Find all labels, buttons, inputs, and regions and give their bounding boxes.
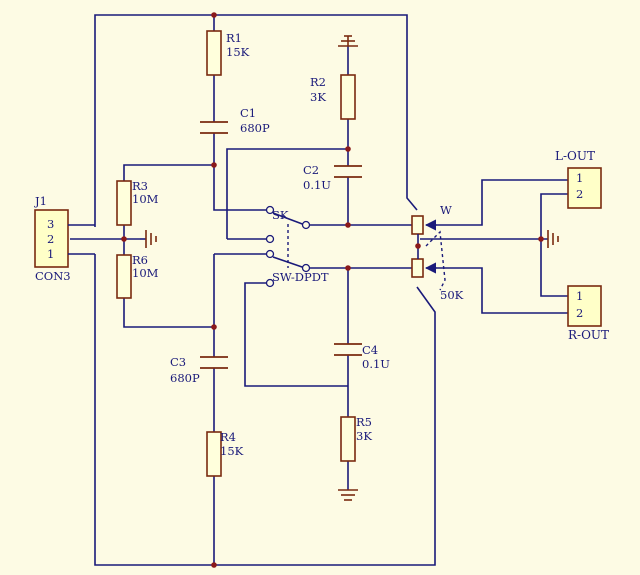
- resistor-r6-body: [116, 254, 132, 299]
- wire-sk-pole1: [226, 148, 348, 239]
- wire-sk-pole2: [244, 282, 348, 387]
- junction-r3-r6: [121, 236, 127, 242]
- resistor-r4-body: [206, 431, 222, 477]
- switch-sk-common-2: [301, 263, 311, 273]
- wire-lout-pin2: [540, 193, 568, 297]
- r-out-ref: R-OUT: [568, 328, 609, 342]
- r5-ref: R5: [356, 415, 372, 429]
- wire-pot-wiper-lout: [437, 179, 568, 226]
- junction-top-r1: [211, 12, 217, 18]
- wire-r3-top: [123, 164, 214, 181]
- w-ref: W: [440, 203, 452, 217]
- j1-ref: J1: [34, 194, 47, 208]
- j1-value: CON3: [35, 269, 71, 283]
- sk-value: SW-DPDT: [272, 270, 329, 284]
- connector-j1: J1 3 2 1 CON3: [34, 194, 95, 283]
- j1-pin2: 2: [47, 232, 54, 246]
- ground-symbol-j1: [145, 230, 157, 248]
- r1-value: 15K: [226, 45, 250, 59]
- wire-bottom-rail: [94, 254, 436, 566]
- ground-symbol-r5: [338, 489, 358, 501]
- r-out-pin2: 2: [576, 306, 583, 320]
- j1-pin1: 1: [47, 247, 54, 261]
- r4-ref: R4: [220, 430, 236, 444]
- ground-symbol-output: [547, 230, 559, 248]
- r6-value: 10M: [132, 266, 159, 280]
- c2-value: 0.1U: [303, 178, 331, 192]
- junction-c1: [211, 162, 217, 168]
- r2-value: 3K: [310, 90, 326, 104]
- capacitor-c4: C4 0.1U: [334, 343, 390, 371]
- resistor-r3-body: [116, 180, 132, 226]
- wire-r6-bottom: [123, 298, 214, 328]
- wire-top-rail: [94, 14, 418, 227]
- resistor-r3: R3 10M: [116, 179, 159, 226]
- l-out-pin1: 1: [576, 171, 583, 185]
- junction-ground-bus: [538, 236, 544, 242]
- resistor-r2: R2 3K: [310, 74, 356, 120]
- ground-symbol-r2: [338, 35, 358, 47]
- r1-ref: R1: [226, 31, 242, 45]
- j1-pin3: 3: [47, 217, 54, 231]
- c3-value: 680P: [170, 371, 200, 385]
- r4-value: 15K: [220, 444, 244, 458]
- junction-c2: [345, 146, 351, 152]
- w-value: 50K: [440, 288, 464, 302]
- c4-value: 0.1U: [362, 357, 390, 371]
- r5-value: 3K: [356, 429, 372, 443]
- junction-dots: [121, 12, 544, 568]
- switch-sk-throw1: [272, 212, 306, 226]
- junction-bottom-r4: [211, 562, 217, 568]
- c1-value: 680P: [240, 121, 270, 135]
- capacitor-c3: C3 680P: [170, 355, 228, 385]
- connector-r-out-body: [567, 285, 602, 327]
- junction-pot-mid: [415, 243, 421, 249]
- connector-l-out-body: [567, 167, 602, 209]
- switch-sk-contact-2: [265, 234, 275, 244]
- resistor-r5-body: [340, 416, 356, 462]
- resistor-r1: R1 15K: [206, 30, 250, 76]
- junction-c4-in: [345, 265, 351, 271]
- connector-j1-body: [34, 209, 69, 268]
- r3-value: 10M: [132, 192, 159, 206]
- connector-l-out: L-OUT 1 2: [555, 149, 602, 209]
- r2-ref: R2: [310, 75, 326, 89]
- resistor-r2-body: [340, 74, 356, 120]
- switch-sk-common-1: [301, 220, 311, 230]
- junction-c2-out: [345, 222, 351, 228]
- resistor-r4: R4 15K: [206, 430, 244, 477]
- potentiometer-w-element-bottom: [411, 258, 424, 278]
- resistor-r5: R5 3K: [340, 415, 372, 462]
- r-out-pin1: 1: [576, 289, 583, 303]
- c4-ref: C4: [362, 343, 378, 357]
- r6-ref: R6: [132, 253, 148, 267]
- resistor-r6: R6 10M: [116, 253, 159, 299]
- potentiometer-w: W 50K: [411, 203, 464, 302]
- c2-ref: C2: [303, 163, 319, 177]
- r3-ref: R3: [132, 179, 148, 193]
- potentiometer-w-gang: [425, 230, 446, 291]
- switch-sk: SK SW-DPDT: [227, 205, 329, 288]
- c1-ref: C1: [240, 106, 256, 120]
- resistor-r1-body: [206, 30, 222, 76]
- junction-c3: [211, 324, 217, 330]
- switch-sk-contact-3: [265, 249, 275, 259]
- capacitor-c2: C2 0.1U: [303, 163, 362, 192]
- switch-sk-throw2: [272, 256, 306, 269]
- switch-sk-contact-1: [265, 205, 275, 215]
- switch-sk-contact-4: [265, 278, 275, 288]
- l-out-pin2: 2: [576, 187, 583, 201]
- connector-r-out: R-OUT 1 2: [567, 285, 609, 342]
- c3-ref: C3: [170, 355, 186, 369]
- wire-c1-to-sk: [213, 165, 267, 211]
- wire-pot-wiper-rout: [437, 267, 568, 314]
- wires: [70, 14, 568, 566]
- capacitor-c1: C1 680P: [200, 106, 270, 135]
- potentiometer-w-element-top: [411, 215, 424, 235]
- l-out-ref: L-OUT: [555, 149, 595, 163]
- sk-ref: SK: [272, 208, 289, 222]
